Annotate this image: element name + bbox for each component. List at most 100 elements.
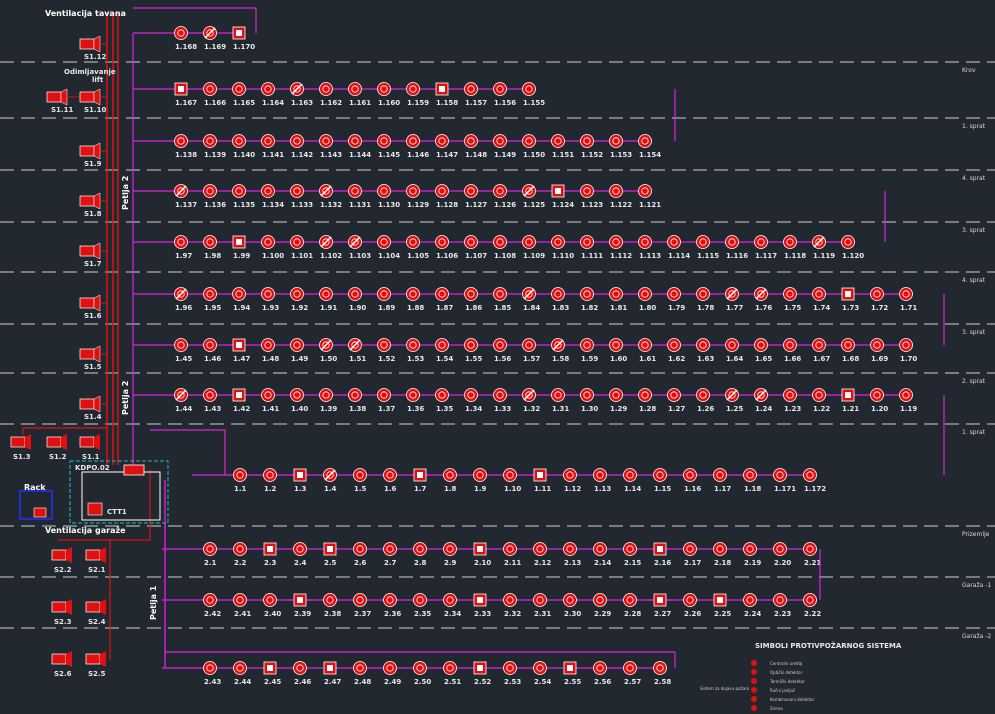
smoke-detector-icon[interactable] xyxy=(174,26,188,40)
smoke-detector-icon[interactable] xyxy=(383,542,397,556)
smoke-detector-icon[interactable] xyxy=(377,338,391,352)
smoke-detector-icon[interactable] xyxy=(464,388,478,402)
smoke-detector-icon[interactable] xyxy=(232,184,246,198)
smoke-detector-icon[interactable] xyxy=(290,184,304,198)
smoke-detector-icon[interactable] xyxy=(435,235,449,249)
smoke-detector-icon[interactable] xyxy=(812,338,826,352)
ventilation-module-icon[interactable] xyxy=(85,547,106,563)
smoke-detector-icon[interactable] xyxy=(203,287,217,301)
smoke-detector-icon[interactable] xyxy=(406,287,420,301)
smoke-detector-icon[interactable] xyxy=(623,661,637,675)
smoke-detector-icon[interactable] xyxy=(174,134,188,148)
smoke-detector-icon[interactable] xyxy=(638,388,652,402)
manual-call-point-icon[interactable] xyxy=(563,661,577,675)
smoke-detector-icon[interactable] xyxy=(293,542,307,556)
smoke-detector-icon[interactable] xyxy=(348,184,362,198)
manual-call-point-icon[interactable] xyxy=(263,542,277,556)
ventilation-module-icon[interactable] xyxy=(51,547,72,563)
manual-call-point-icon[interactable] xyxy=(713,593,727,607)
smoke-detector-icon[interactable] xyxy=(551,388,565,402)
smoke-detector-icon[interactable] xyxy=(443,468,457,482)
smoke-detector-icon[interactable] xyxy=(493,82,507,96)
smoke-detector-icon[interactable] xyxy=(290,287,304,301)
smoke-detector-icon[interactable] xyxy=(353,661,367,675)
smoke-detector-icon[interactable] xyxy=(473,468,487,482)
smoke-detector-icon[interactable] xyxy=(353,468,367,482)
smoke-detector-icon[interactable] xyxy=(383,593,397,607)
heat-detector-icon[interactable] xyxy=(174,388,188,402)
smoke-detector-icon[interactable] xyxy=(696,388,710,402)
smoke-detector-icon[interactable] xyxy=(261,82,275,96)
smoke-detector-icon[interactable] xyxy=(580,134,594,148)
smoke-detector-icon[interactable] xyxy=(203,388,217,402)
manual-call-point-icon[interactable] xyxy=(293,593,307,607)
smoke-detector-icon[interactable] xyxy=(667,338,681,352)
smoke-detector-icon[interactable] xyxy=(348,82,362,96)
ventilation-module-icon[interactable] xyxy=(85,599,106,615)
smoke-detector-icon[interactable] xyxy=(406,235,420,249)
smoke-detector-icon[interactable] xyxy=(812,287,826,301)
smoke-detector-icon[interactable] xyxy=(233,542,247,556)
smoke-detector-icon[interactable] xyxy=(623,468,637,482)
smoke-detector-icon[interactable] xyxy=(435,287,449,301)
smoke-detector-icon[interactable] xyxy=(383,661,397,675)
smoke-detector-icon[interactable] xyxy=(348,287,362,301)
heat-detector-icon[interactable] xyxy=(551,338,565,352)
smoke-detector-icon[interactable] xyxy=(203,184,217,198)
smoke-detector-icon[interactable] xyxy=(203,134,217,148)
smoke-detector-icon[interactable] xyxy=(174,338,188,352)
smoke-detector-icon[interactable] xyxy=(406,134,420,148)
transmitter-icon[interactable] xyxy=(87,502,103,516)
ventilation-module-icon[interactable] xyxy=(51,651,72,667)
smoke-detector-icon[interactable] xyxy=(377,134,391,148)
smoke-detector-icon[interactable] xyxy=(319,287,333,301)
ventilation-module-icon[interactable] xyxy=(79,142,107,160)
manual-call-point-icon[interactable] xyxy=(232,338,246,352)
smoke-detector-icon[interactable] xyxy=(593,468,607,482)
smoke-detector-icon[interactable] xyxy=(443,542,457,556)
heat-detector-icon[interactable] xyxy=(812,235,826,249)
smoke-detector-icon[interactable] xyxy=(348,134,362,148)
smoke-detector-icon[interactable] xyxy=(232,134,246,148)
smoke-detector-icon[interactable] xyxy=(899,287,913,301)
smoke-detector-icon[interactable] xyxy=(406,82,420,96)
smoke-detector-icon[interactable] xyxy=(464,184,478,198)
smoke-detector-icon[interactable] xyxy=(377,82,391,96)
smoke-detector-icon[interactable] xyxy=(551,235,565,249)
smoke-detector-icon[interactable] xyxy=(653,661,667,675)
smoke-detector-icon[interactable] xyxy=(406,184,420,198)
smoke-detector-icon[interactable] xyxy=(319,134,333,148)
smoke-detector-icon[interactable] xyxy=(522,338,536,352)
smoke-detector-icon[interactable] xyxy=(743,542,757,556)
smoke-detector-icon[interactable] xyxy=(233,593,247,607)
smoke-detector-icon[interactable] xyxy=(696,235,710,249)
heat-detector-icon[interactable] xyxy=(754,388,768,402)
smoke-detector-icon[interactable] xyxy=(464,82,478,96)
heat-detector-icon[interactable] xyxy=(203,26,217,40)
manual-call-point-icon[interactable] xyxy=(263,661,277,675)
ventilation-module-icon[interactable] xyxy=(79,35,107,53)
ventilation-module-icon[interactable] xyxy=(79,294,107,312)
smoke-detector-icon[interactable] xyxy=(261,287,275,301)
smoke-detector-icon[interactable] xyxy=(754,338,768,352)
manual-call-point-icon[interactable] xyxy=(473,661,487,675)
smoke-detector-icon[interactable] xyxy=(377,287,391,301)
smoke-detector-icon[interactable] xyxy=(493,287,507,301)
smoke-detector-icon[interactable] xyxy=(290,338,304,352)
manual-call-point-icon[interactable] xyxy=(653,542,667,556)
smoke-detector-icon[interactable] xyxy=(580,388,594,402)
smoke-detector-icon[interactable] xyxy=(503,661,517,675)
smoke-detector-icon[interactable] xyxy=(870,388,884,402)
smoke-detector-icon[interactable] xyxy=(580,338,594,352)
smoke-detector-icon[interactable] xyxy=(870,338,884,352)
smoke-detector-icon[interactable] xyxy=(233,468,247,482)
ventilation-module-icon[interactable] xyxy=(85,651,106,667)
smoke-detector-icon[interactable] xyxy=(464,235,478,249)
smoke-detector-icon[interactable] xyxy=(319,388,333,402)
smoke-detector-icon[interactable] xyxy=(263,468,277,482)
smoke-detector-icon[interactable] xyxy=(348,388,362,402)
smoke-detector-icon[interactable] xyxy=(435,134,449,148)
fire-panel-icon[interactable] xyxy=(123,464,145,476)
manual-call-point-icon[interactable] xyxy=(174,82,188,96)
smoke-detector-icon[interactable] xyxy=(503,542,517,556)
